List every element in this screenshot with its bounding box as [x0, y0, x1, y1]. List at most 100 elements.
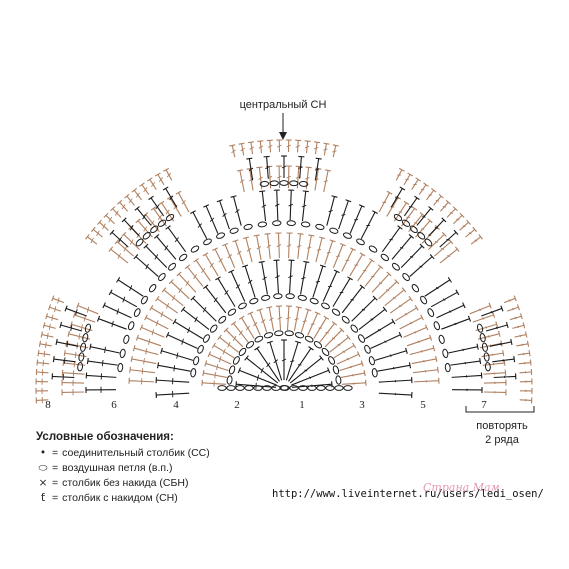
- double-crochet-yarnover: [176, 352, 179, 359]
- double-crochet-top: [478, 234, 483, 240]
- double-crochet-top: [472, 226, 478, 233]
- chain-mark: [341, 315, 350, 324]
- double-crochet-top: [76, 302, 80, 309]
- chain-mark: [358, 334, 366, 343]
- double-crochet-top: [382, 306, 388, 313]
- double-crochet-top: [72, 311, 76, 318]
- chain-mark: [325, 385, 335, 391]
- double-crochet-yarnover: [288, 203, 293, 207]
- double-crochet-top: [349, 247, 356, 251]
- double-crochet-yarnover: [419, 265, 423, 268]
- chain-mark: [331, 308, 341, 316]
- double-crochet-yarnover: [224, 290, 229, 295]
- double-crochet-top: [386, 271, 392, 277]
- double-crochet-top: [102, 302, 106, 309]
- double-crochet-yarnover: [370, 318, 374, 321]
- double-crochet-yarnover: [409, 321, 413, 325]
- double-crochet-yarnover: [75, 309, 78, 316]
- double-crochet-yarnover: [218, 356, 222, 363]
- double-crochet-top: [202, 252, 209, 257]
- double-crochet-top: [339, 327, 345, 333]
- double-crochet-yarnover: [239, 179, 245, 183]
- chain-mark: [335, 375, 342, 385]
- double-crochet-top: [59, 321, 63, 329]
- double-crochet-top: [266, 340, 273, 344]
- double-crochet-yarnover: [194, 316, 198, 323]
- chain-mark: [332, 365, 340, 375]
- double-crochet-top: [246, 157, 253, 160]
- chain-mark: [190, 368, 197, 378]
- double-crochet-top: [325, 169, 332, 172]
- double-crochet-yarnover: [129, 285, 133, 291]
- double-crochet-top: [135, 334, 139, 341]
- double-crochet-yarnover: [490, 310, 493, 314]
- double-crochet-yarnover: [434, 241, 438, 243]
- chain-mark: [297, 294, 307, 301]
- double-crochet-yarnover: [213, 297, 218, 303]
- legend-equals: =: [52, 477, 59, 489]
- double-crochet-top: [476, 343, 479, 350]
- chain-mark: [259, 181, 270, 187]
- double-crochet-yarnover: [70, 324, 73, 332]
- double-crochet-top: [346, 334, 351, 341]
- chain-mark: [476, 323, 484, 333]
- double-crochet-yarnover: [294, 318, 299, 321]
- double-crochet-top: [69, 321, 73, 328]
- double-crochet-top: [89, 343, 92, 350]
- row-number: 3: [359, 399, 365, 411]
- double-crochet-yarnover: [118, 236, 122, 243]
- double-crochet-top: [62, 359, 65, 366]
- double-crochet-yarnover: [267, 144, 273, 148]
- double-crochet-yarnover: [349, 365, 352, 369]
- legend-equals: =: [52, 462, 59, 474]
- double-crochet-yarnover: [441, 247, 445, 250]
- chain-mark: [298, 385, 308, 391]
- double-crochet-top: [455, 289, 460, 296]
- double-crochet-yarnover: [155, 204, 160, 210]
- double-crochet-yarnover: [478, 308, 482, 311]
- double-crochet-yarnover: [277, 316, 283, 320]
- double-crochet-top: [297, 233, 304, 235]
- chain-mark: [391, 262, 400, 271]
- double-crochet-top: [246, 167, 253, 170]
- chain-mark: [228, 365, 236, 375]
- double-crochet-top: [108, 289, 113, 296]
- legend-text: столбик с накидом (СН): [62, 492, 178, 504]
- double-crochet-yarnover: [246, 247, 252, 252]
- double-crochet-yarnover: [45, 341, 47, 349]
- double-crochet-top: [399, 186, 406, 191]
- chain-mark: [168, 262, 177, 271]
- double-crochet-yarnover: [232, 335, 237, 342]
- double-crochet-top: [391, 318, 396, 325]
- chain-mark: [179, 253, 188, 262]
- row-number: 5: [420, 399, 426, 411]
- chain-mark: [78, 352, 85, 362]
- double-crochet-top: [319, 236, 326, 240]
- repeat-bracket: [465, 406, 535, 413]
- double-crochet-top: [420, 314, 424, 321]
- chain-mark: [140, 295, 148, 305]
- double-crochet-top: [295, 340, 302, 344]
- double-crochet-yarnover: [315, 280, 320, 283]
- double-crochet-top: [359, 284, 366, 290]
- row-number: 1: [299, 399, 305, 411]
- double-crochet-yarnover: [181, 338, 184, 345]
- double-crochet-yarnover: [420, 350, 423, 353]
- double-crochet-yarnover: [350, 299, 354, 301]
- source-url[interactable]: http://www.liveinternet.ru/users/ledi_os…: [272, 488, 544, 500]
- double-crochet-yarnover: [301, 204, 307, 208]
- double-crochet-yarnover: [143, 187, 148, 193]
- double-crochet-yarnover: [323, 180, 329, 183]
- double-crochet-top: [428, 206, 434, 211]
- double-crochet-yarnover: [442, 205, 447, 208]
- chain-mark: [307, 385, 317, 391]
- watermark-logo: Страна Мам: [423, 481, 500, 494]
- double-crochet-top: [303, 260, 310, 264]
- double-crochet-top: [319, 264, 326, 268]
- double-crochet-yarnover: [301, 277, 306, 280]
- double-crochet-yarnover: [164, 245, 169, 251]
- chain-mark: [193, 356, 200, 366]
- double-crochet-top: [232, 239, 239, 243]
- double-crochet-yarnover: [302, 320, 307, 322]
- double-crochet-top: [52, 356, 55, 363]
